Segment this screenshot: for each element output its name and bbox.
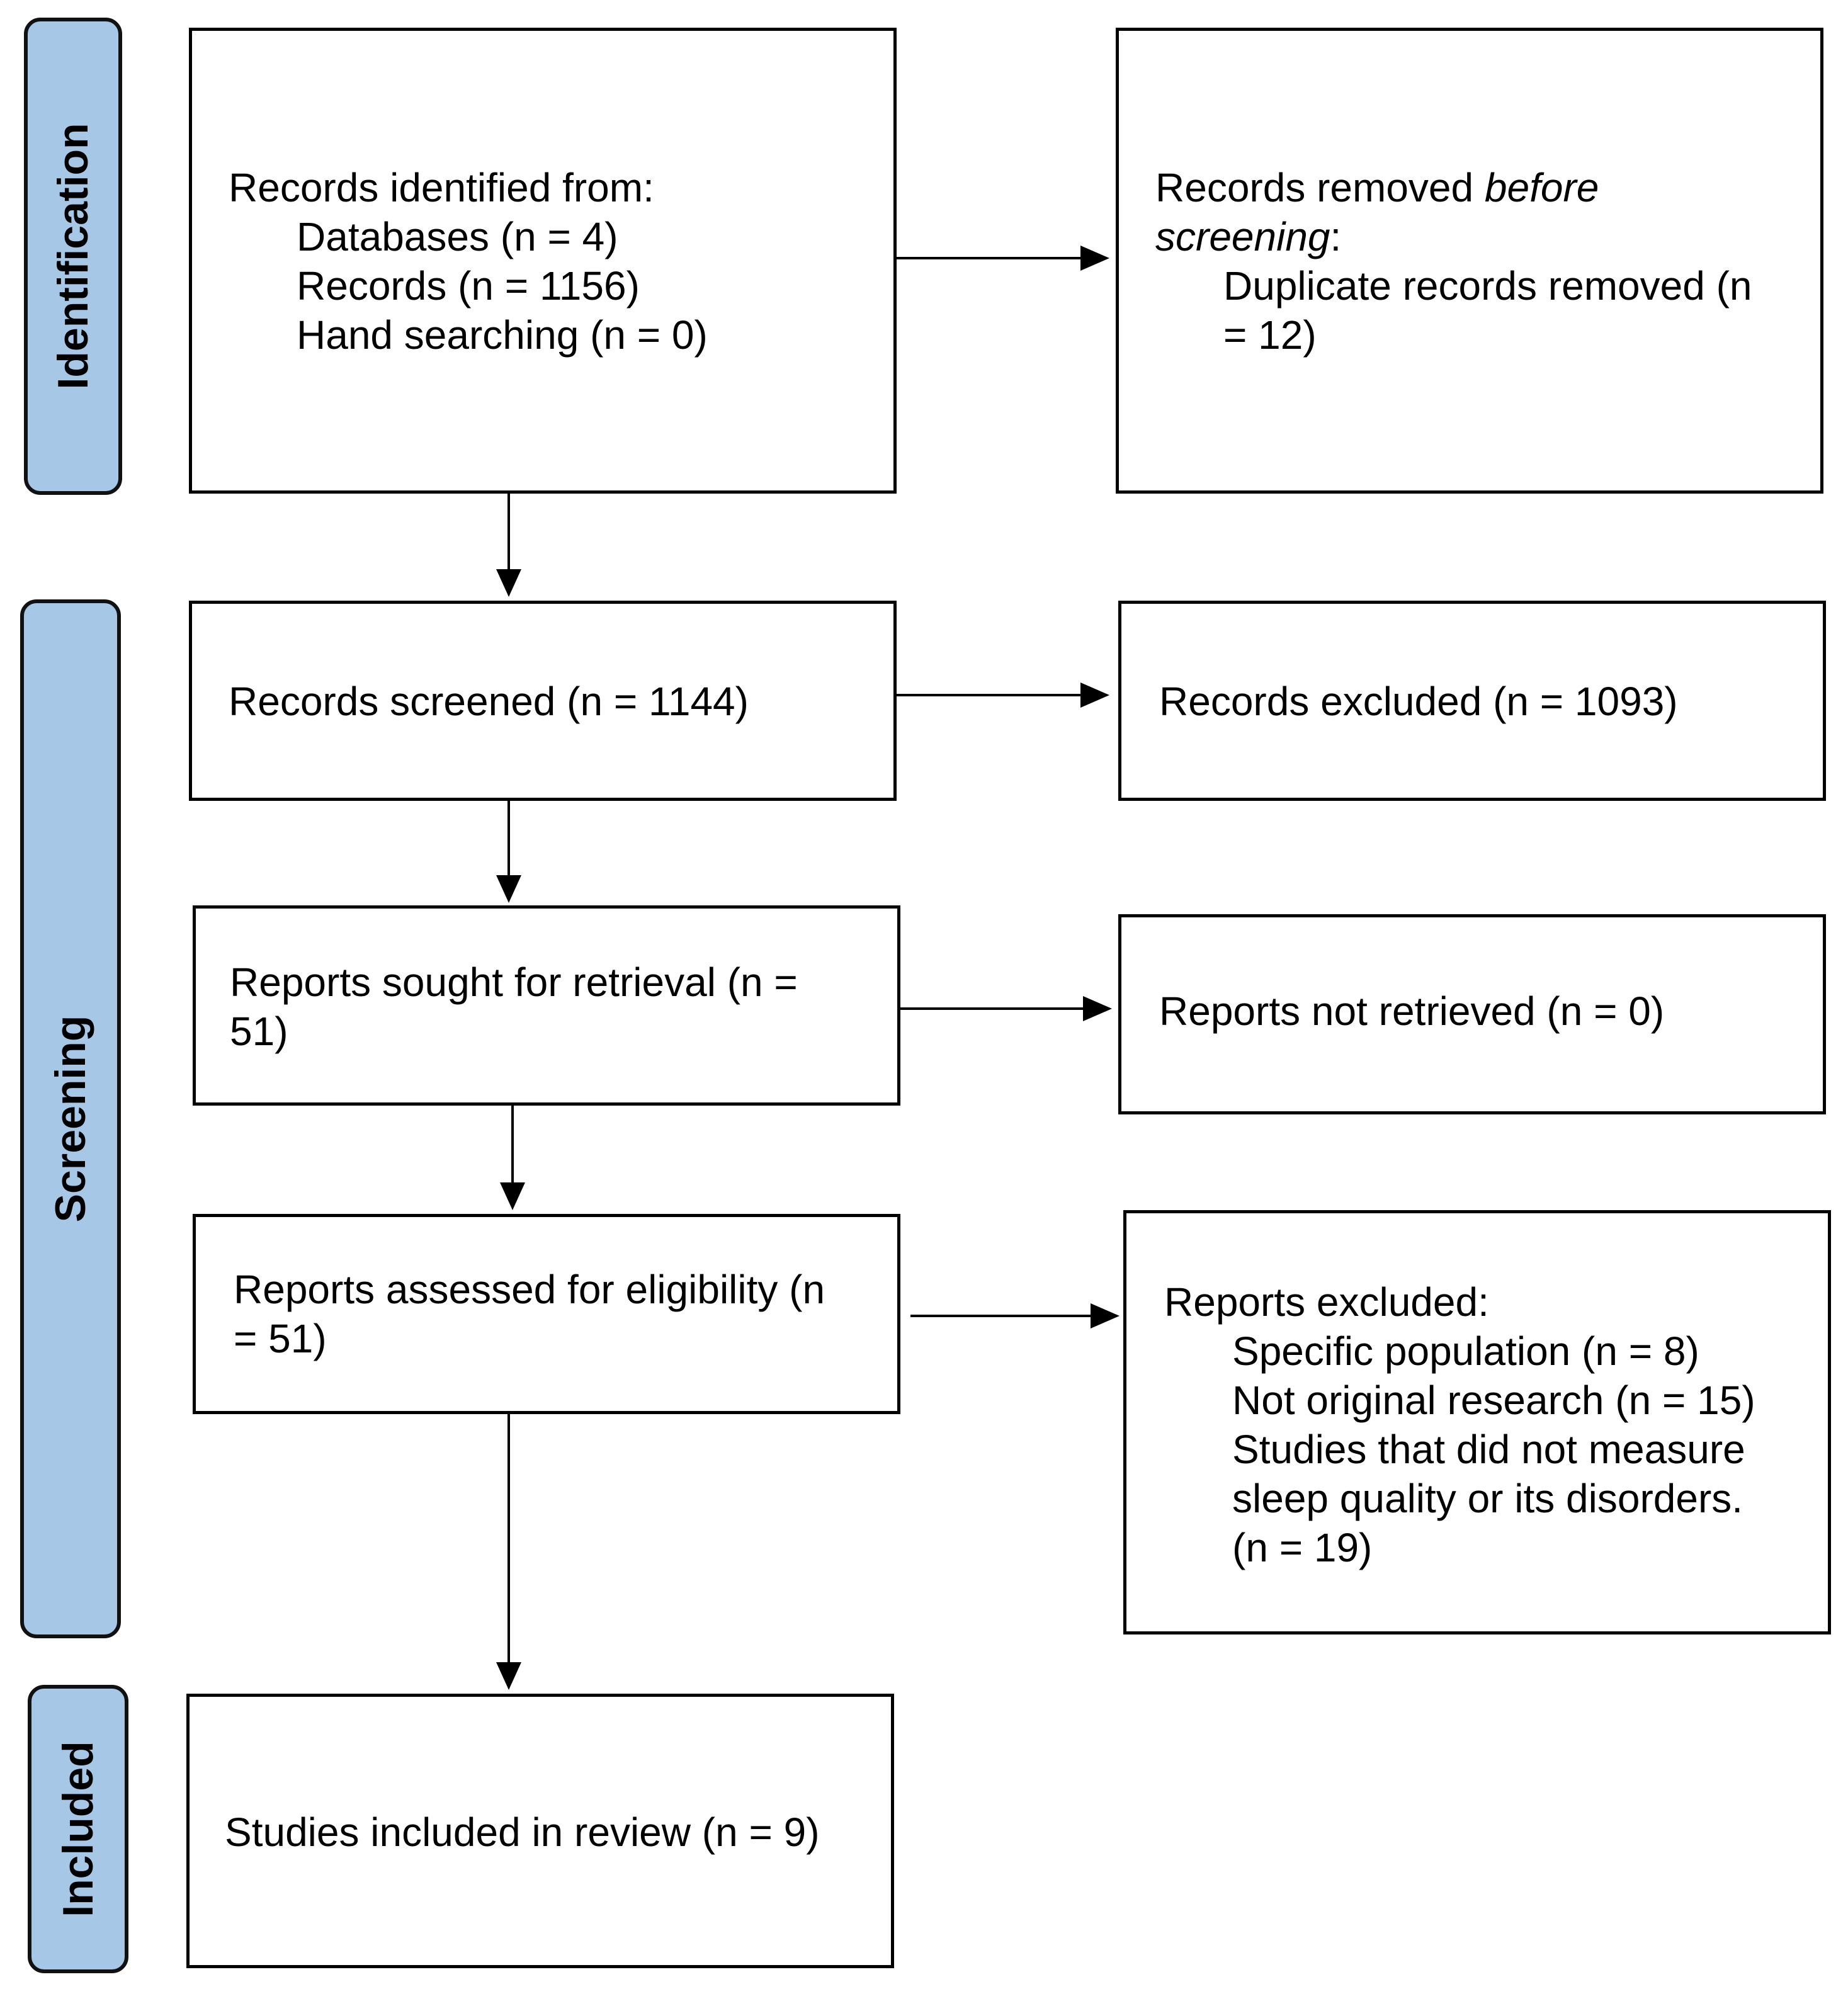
reports-sought-line2: 51) (230, 1009, 288, 1054)
records-identified-box: Records identified from: Databases (n = … (189, 28, 897, 494)
records-screened-text: Records screened (n = 1144) (229, 679, 749, 724)
records-removed-colon: : (1330, 214, 1342, 259)
arrow-identified-to-screened (496, 494, 521, 597)
phase-screening: Screening (20, 599, 121, 1638)
records-excluded-box: Records excluded (n = 1093) (1118, 601, 1826, 801)
records-removed-heading-text: Records removed (1155, 165, 1485, 210)
phase-identification: Identification (24, 18, 122, 495)
records-removed-box: Records removed before screening: Duplic… (1116, 28, 1823, 494)
records-identified-heading: Records identified from: (229, 165, 654, 210)
reports-excluded-box: Reports excluded: Specific population (n… (1123, 1210, 1831, 1634)
studies-included-box: Studies included in review (n = 9) (186, 1694, 894, 1968)
arrow-sought-to-assessed (500, 1106, 525, 1210)
arrow-identified-to-removed (897, 246, 1109, 271)
studies-included-text: Studies included in review (n = 9) (225, 1810, 820, 1855)
arrow-screened-to-sought (496, 801, 521, 903)
duplicates-removed-line2: = 12) (1223, 312, 1317, 358)
records-removed-heading-line2: screening: (1155, 212, 1752, 261)
records-removed-screening-italic: screening (1155, 214, 1330, 259)
phase-included: Included (28, 1685, 128, 1973)
excluded-specific-population: Specific population (n = 8) (1232, 1328, 1699, 1374)
excluded-no-sleep-measure-count: (n = 19) (1232, 1525, 1373, 1570)
reports-not-retrieved-text: Reports not retrieved (n = 0) (1159, 989, 1665, 1034)
excluded-no-sleep-measure-line1: Studies that did not measure (1232, 1427, 1745, 1472)
records-count: Records (n = 1156) (297, 263, 640, 309)
arrow-assessed-to-reports-excluded (910, 1303, 1120, 1328)
reports-excluded-heading: Reports excluded: (1164, 1279, 1489, 1325)
excluded-not-original-research: Not original research (n = 15) (1232, 1378, 1755, 1423)
records-screened-box: Records screened (n = 1144) (189, 601, 897, 801)
records-removed-heading: Records removed before (1155, 163, 1752, 212)
arrow-screened-to-excluded (897, 683, 1109, 708)
duplicates-removed-line1: Duplicate records removed (n (1223, 263, 1752, 309)
reports-sought-box: Reports sought for retrieval (n = 51) (193, 905, 900, 1106)
reports-assessed-line1: Reports assessed for eligibility (n (234, 1267, 825, 1312)
reports-assessed-box: Reports assessed for eligibility (n = 51… (193, 1214, 900, 1414)
excluded-no-sleep-measure-line2: sleep quality or its disorders. (1232, 1476, 1743, 1521)
arrow-sought-to-not-retrieved (900, 996, 1112, 1021)
reports-not-retrieved-box: Reports not retrieved (n = 0) (1118, 914, 1826, 1114)
hand-searching-count: Hand searching (n = 0) (297, 312, 708, 358)
reports-assessed-line2: = 51) (234, 1316, 327, 1361)
records-excluded-text: Records excluded (n = 1093) (1159, 679, 1678, 724)
reports-sought-line1: Reports sought for retrieval (n = (230, 960, 798, 1005)
databases-count: Databases (n = 4) (297, 214, 618, 259)
records-removed-heading-italic: before (1484, 165, 1599, 210)
arrow-assessed-to-included (496, 1414, 521, 1690)
